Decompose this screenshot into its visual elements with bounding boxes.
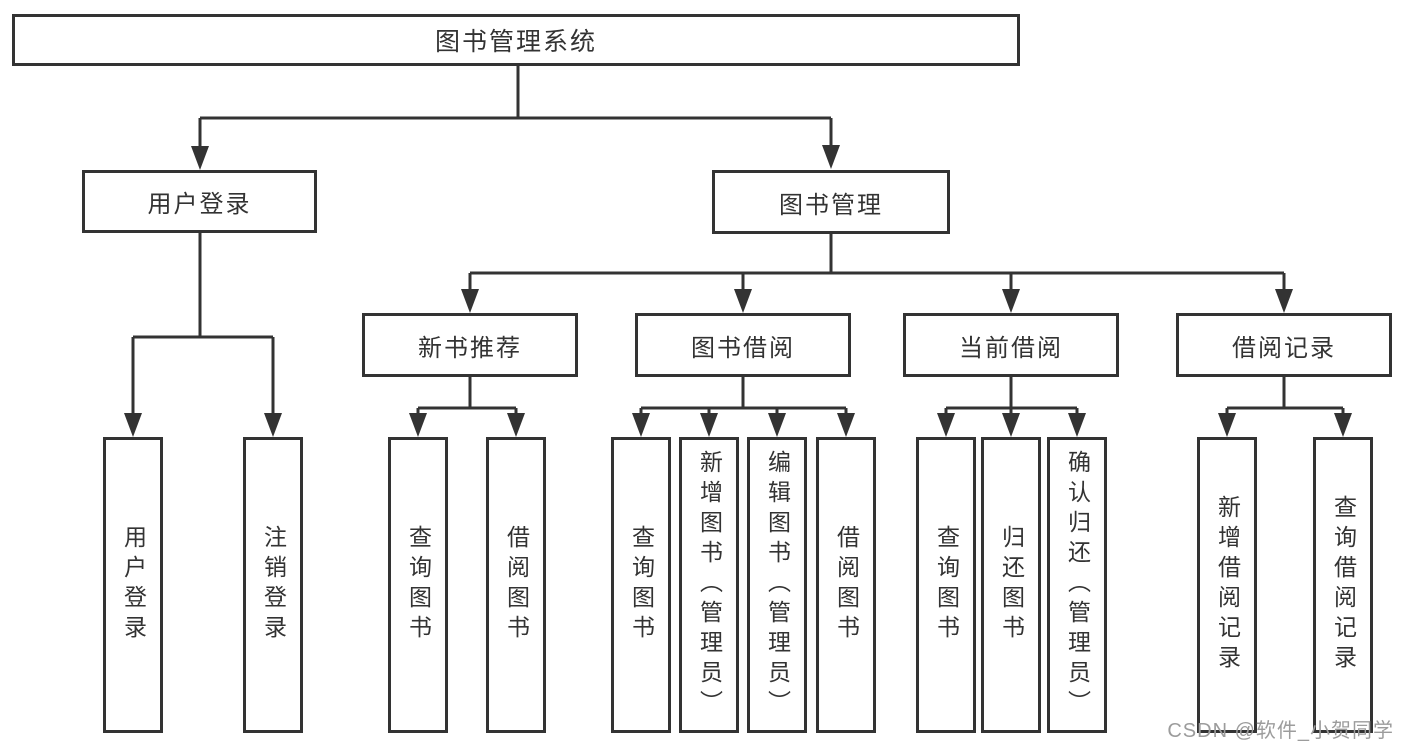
leaf-label: 借阅图书 <box>833 525 860 645</box>
leaf-label: 查询图书 <box>933 525 960 645</box>
csdn-watermark: CSDN @软件_小贺同学 <box>1167 720 1394 742</box>
leaf-query-books-current: 查询图书 <box>916 437 976 733</box>
leaf-label: 归还图书 <box>998 525 1025 645</box>
node-borrow-records: 借阅记录 <box>1176 313 1392 377</box>
node-book-borrow: 图书借阅 <box>635 313 851 377</box>
node-root-system: 图书管理系统 <box>12 14 1020 66</box>
leaf-edit-book-admin: 编辑图书（管理员） <box>747 437 807 733</box>
leaf-label: 用户登录 <box>120 525 147 645</box>
leaf-label: 查询图书 <box>628 525 655 645</box>
leaf-label: 确认归还（管理员） <box>1064 450 1091 720</box>
node-label: 当前借阅 <box>959 334 1063 362</box>
leaf-label: 查询图书 <box>405 525 432 645</box>
leaf-user-login: 用户登录 <box>103 437 163 733</box>
leaf-borrow-books: 借阅图书 <box>816 437 876 733</box>
leaf-label: 查询借阅记录 <box>1330 495 1357 675</box>
leaf-add-book-admin: 新增图书（管理员） <box>679 437 739 733</box>
node-current-borrow: 当前借阅 <box>903 313 1119 377</box>
leaf-query-books-recommend: 查询图书 <box>388 437 448 733</box>
node-label: 新书推荐 <box>418 334 522 362</box>
node-label: 借阅记录 <box>1232 334 1336 362</box>
leaf-label: 新增图书（管理员） <box>696 450 723 720</box>
node-user-login: 用户登录 <box>82 170 317 233</box>
node-book-management: 图书管理 <box>712 170 950 234</box>
node-label: 用户登录 <box>147 191 252 218</box>
node-label: 图书借阅 <box>691 334 795 362</box>
node-new-book-recommend: 新书推荐 <box>362 313 578 377</box>
leaf-label: 借阅图书 <box>503 525 530 645</box>
leaf-logout: 注销登录 <box>243 437 303 733</box>
node-label: 图书管理系统 <box>434 28 597 56</box>
leaf-query-borrow-record: 查询借阅记录 <box>1313 437 1373 733</box>
leaf-return-book: 归还图书 <box>981 437 1041 733</box>
leaf-add-borrow-record: 新增借阅记录 <box>1197 437 1257 733</box>
leaf-label: 新增借阅记录 <box>1214 495 1241 675</box>
leaf-label: 注销登录 <box>260 525 287 645</box>
leaf-label: 编辑图书（管理员） <box>764 450 791 720</box>
leaf-borrow-books-recommend: 借阅图书 <box>486 437 546 733</box>
node-label: 图书管理 <box>779 191 883 219</box>
leaf-query-books-borrow: 查询图书 <box>611 437 671 733</box>
leaf-confirm-return-admin: 确认归还（管理员） <box>1047 437 1107 733</box>
